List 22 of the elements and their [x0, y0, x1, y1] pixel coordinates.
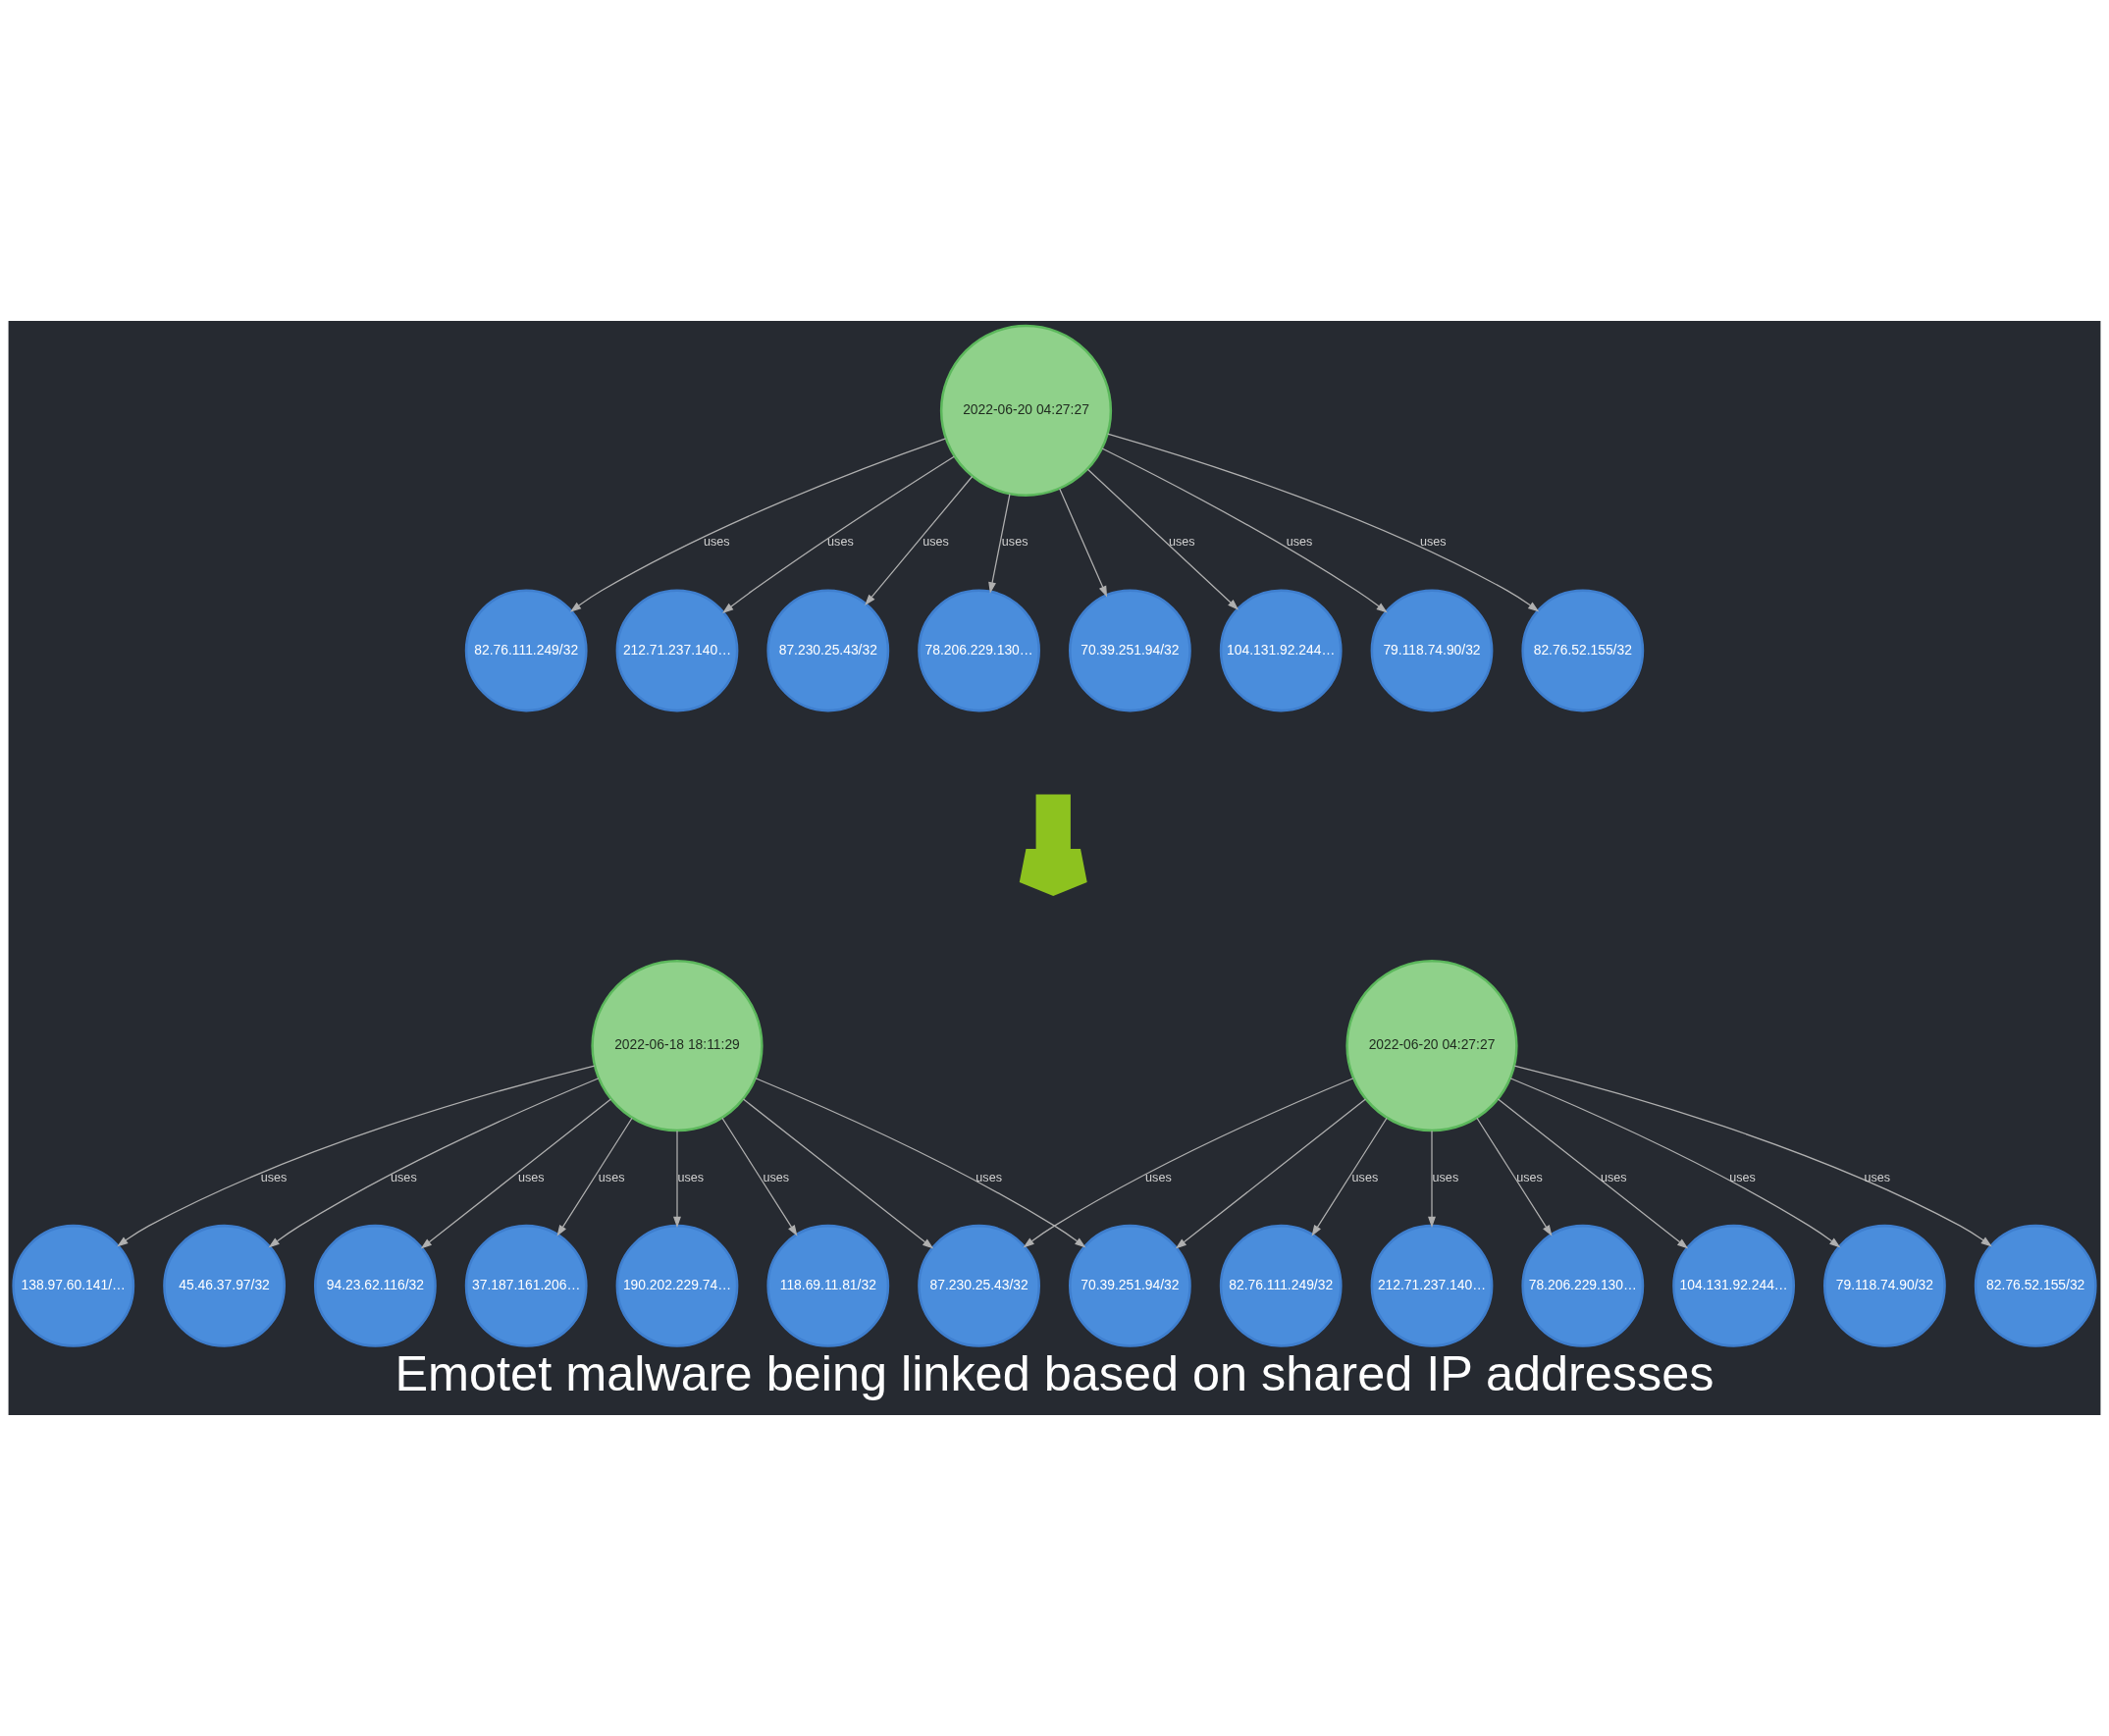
edge-label: uses [1145, 1170, 1172, 1184]
edge-label: uses [1432, 1170, 1459, 1184]
edge-label: uses [1169, 535, 1195, 550]
edge-label: uses [1864, 1170, 1891, 1184]
edge-label: uses [763, 1170, 790, 1184]
edge-label: uses [1286, 535, 1313, 550]
edge-label: uses [677, 1170, 705, 1184]
edge-label: uses [391, 1170, 417, 1184]
edge-label: uses [923, 535, 949, 550]
edge-label: uses [1601, 1170, 1627, 1184]
caption: Emotet malware being linked based on shared IP addresses [395, 1344, 1714, 1401]
edge-label: uses [1729, 1170, 1756, 1184]
edge-label: uses [260, 1170, 288, 1184]
edge-label: uses [1351, 1170, 1379, 1184]
edge-label: uses [1419, 535, 1447, 550]
edge-label: uses [517, 1170, 545, 1184]
edge-label: uses [1001, 535, 1028, 550]
edge-label: uses [827, 535, 854, 550]
edge-label: uses [598, 1170, 625, 1184]
edge-label: uses [975, 1170, 1002, 1184]
edge-label: uses [704, 535, 730, 550]
edge-label: uses [1516, 1170, 1543, 1184]
